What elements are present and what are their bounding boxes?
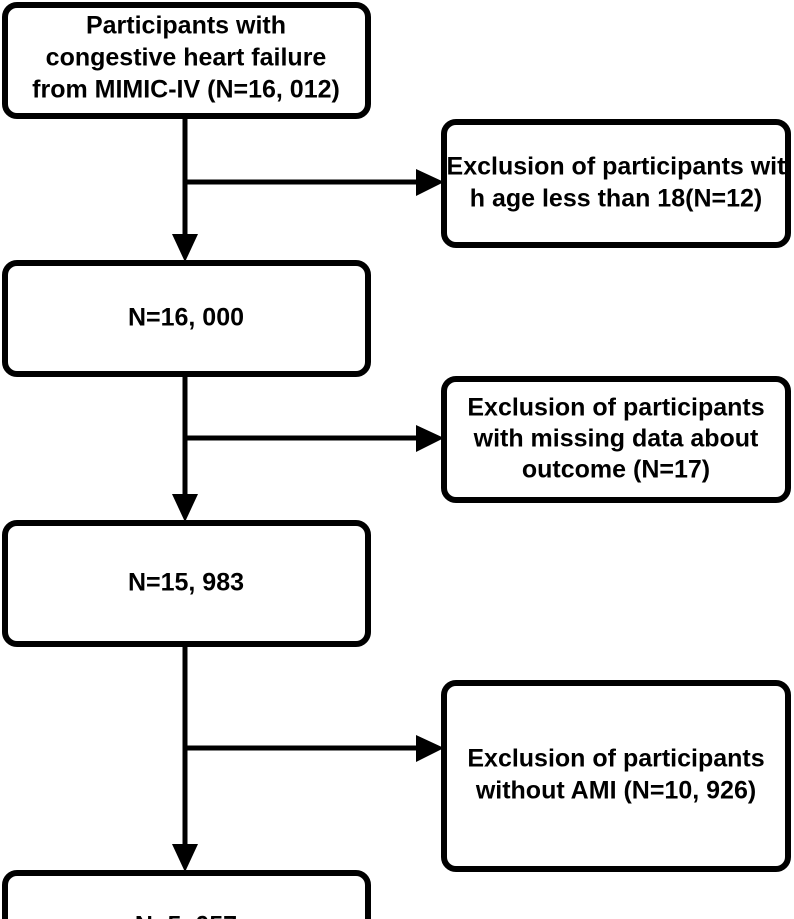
exclusion-age-line2: h age less than 18(N=12) <box>470 185 762 213</box>
node-exclusion-without-ami[interactable]: Exclusion of participants without AMI (N… <box>441 680 791 872</box>
exclusion-missing-outcome-line1: Exclusion of participants <box>467 394 764 422</box>
arrowhead-to-count1 <box>172 234 198 262</box>
exclusion-without-ami-box <box>441 680 791 872</box>
node-exclusion-missing-outcome[interactable]: Exclusion of participants with missing d… <box>441 376 791 503</box>
node-final-cohort[interactable]: N=5, 057 <box>2 870 371 919</box>
exclusion-missing-outcome-line2: with missing data about <box>473 425 759 453</box>
source-cohort-line3: from MIMIC-IV (N=16, 012) <box>32 76 340 104</box>
exclusion-without-ami-line2: without AMI (N=10, 926) <box>475 777 756 805</box>
exclusion-age-box <box>441 119 791 248</box>
source-cohort-line1: Participants with <box>86 12 286 40</box>
final-cohort-label: N=5, 057 <box>135 912 237 919</box>
node-cohort-after-age-exclusion[interactable]: N=16, 000 <box>2 260 371 377</box>
node-cohort-after-outcome-exclusion[interactable]: N=15, 983 <box>2 520 371 647</box>
arrowhead-to-count2 <box>172 494 198 522</box>
final-cohort-box <box>2 870 371 919</box>
arrowhead-to-exclusion1 <box>416 169 444 196</box>
arrowhead-to-exclusion2 <box>416 425 444 452</box>
exclusion-missing-outcome-line3: outcome (N=17) <box>522 456 710 484</box>
cohort-after-age-exclusion-label: N=16, 000 <box>128 304 244 332</box>
cohort-after-outcome-exclusion-box <box>2 520 371 647</box>
exclusion-missing-outcome-box <box>441 376 791 503</box>
exclusion-age-line1: Exclusion of participants wit <box>447 153 787 181</box>
source-cohort-box <box>2 2 371 119</box>
node-source-cohort[interactable]: Participants with congestive heart failu… <box>2 2 371 119</box>
arrowhead-to-exclusion3 <box>416 735 444 762</box>
cohort-after-age-exclusion-box <box>2 260 371 377</box>
node-exclusion-age[interactable]: Exclusion of participants wit h age less… <box>441 119 791 248</box>
source-cohort-line2: congestive heart failure <box>46 44 327 72</box>
arrowhead-to-count3 <box>172 844 198 872</box>
cohort-after-outcome-exclusion-label: N=15, 983 <box>128 569 244 597</box>
connector-group <box>172 118 444 872</box>
exclusion-without-ami-line1: Exclusion of participants <box>467 745 764 773</box>
